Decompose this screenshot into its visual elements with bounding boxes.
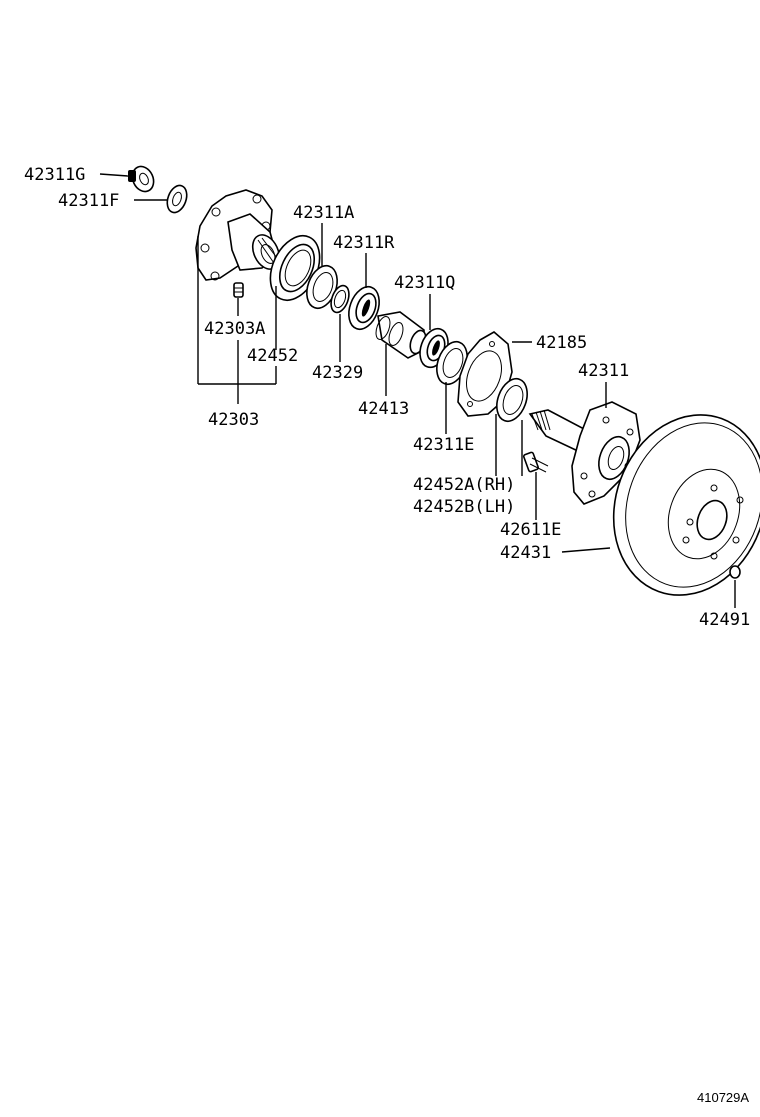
label-42452: 42452 [247, 346, 298, 366]
reference-code: 410729A [697, 1090, 749, 1105]
label-42311a: 42311A [293, 203, 354, 223]
part-42311-axle-shaft[interactable] [528, 401, 641, 505]
label-42452b: 42452B(LH) [413, 497, 515, 517]
part-42491-plug[interactable] [729, 565, 741, 579]
part-42329-spacer[interactable] [328, 283, 353, 315]
part-42311r-bearing[interactable] [343, 283, 384, 334]
label-42303a: 42303A [204, 319, 265, 339]
label-42311r: 42311R [333, 233, 395, 253]
label-42611e: 42611E [500, 520, 561, 540]
label-42185: 42185 [536, 333, 587, 353]
label-42311: 42311 [578, 361, 629, 381]
part-42311f-washer[interactable] [164, 183, 190, 215]
part-42311g-nut[interactable] [128, 163, 158, 195]
label-42431: 42431 [500, 543, 551, 563]
label-42413: 42413 [358, 399, 409, 419]
part-42303-carrier[interactable] [195, 189, 284, 281]
part-42413-spacer-tube[interactable] [373, 311, 428, 359]
label-42329: 42329 [312, 363, 363, 383]
label-42311q: 42311Q [394, 273, 455, 293]
part-42303a-bolt[interactable] [233, 282, 244, 298]
label-42311g: 42311G [24, 165, 85, 185]
label-42311f: 42311F [58, 191, 119, 211]
label-42303: 42303 [208, 410, 259, 430]
part-42611e-hub-bolt[interactable] [522, 451, 549, 473]
part-42452a-seal[interactable] [491, 375, 532, 426]
label-42311e: 42311E [413, 435, 474, 455]
leader-lines [99, 173, 736, 608]
label-42491: 42491 [699, 610, 750, 630]
label-42452a: 42452A(RH) [413, 475, 515, 495]
part-42431-brake-disc[interactable] [589, 393, 760, 617]
